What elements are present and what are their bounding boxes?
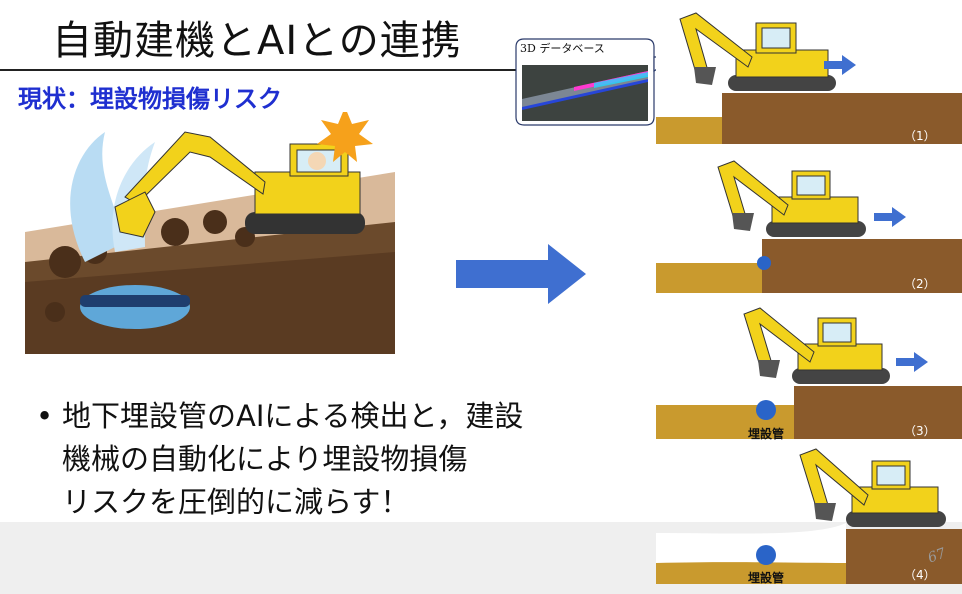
step-number: （2） xyxy=(904,277,936,291)
bullet-line-2: 機械の自動化により埋設物損傷 xyxy=(62,442,468,476)
damage-illustration xyxy=(25,112,395,354)
bullet-line-3: リスクを圧倒的に減らす！ xyxy=(62,485,410,519)
bullet-line-1: 地下埋設管のAIによる検出と，建設 xyxy=(62,399,524,433)
step-panel-3: 埋設管 （3） xyxy=(656,300,962,441)
slide-subtitle: 現状：埋設物損傷リスク xyxy=(18,85,282,113)
step-number: （1） xyxy=(904,129,936,143)
transition-arrow xyxy=(456,244,586,304)
bullet-marker: • xyxy=(36,399,54,433)
step-2-illustration xyxy=(656,160,962,293)
step-number: （4） xyxy=(904,568,936,582)
title-underline xyxy=(0,69,640,71)
pipe-label: 埋設管 xyxy=(748,427,785,441)
database-label: 3D データベース xyxy=(520,42,605,55)
step-number: （3） xyxy=(904,424,936,438)
step-4-illustration xyxy=(656,448,962,584)
step-panel-1: （1） xyxy=(656,5,962,144)
step-panel-4: 埋設管 （4） xyxy=(656,445,962,585)
slide-title: 自動建機とAIとの連携 xyxy=(52,18,462,64)
pipe-label: 埋設管 xyxy=(748,571,785,585)
bullet-point: • 地下埋設管のAIによる検出と，建設 機械の自動化により埋設物損傷 リスクを圧… xyxy=(36,395,523,524)
step-3-illustration xyxy=(656,307,962,439)
database-callout xyxy=(515,38,656,126)
step-1-illustration xyxy=(656,12,962,144)
step-panel-2: （2） xyxy=(656,155,962,293)
